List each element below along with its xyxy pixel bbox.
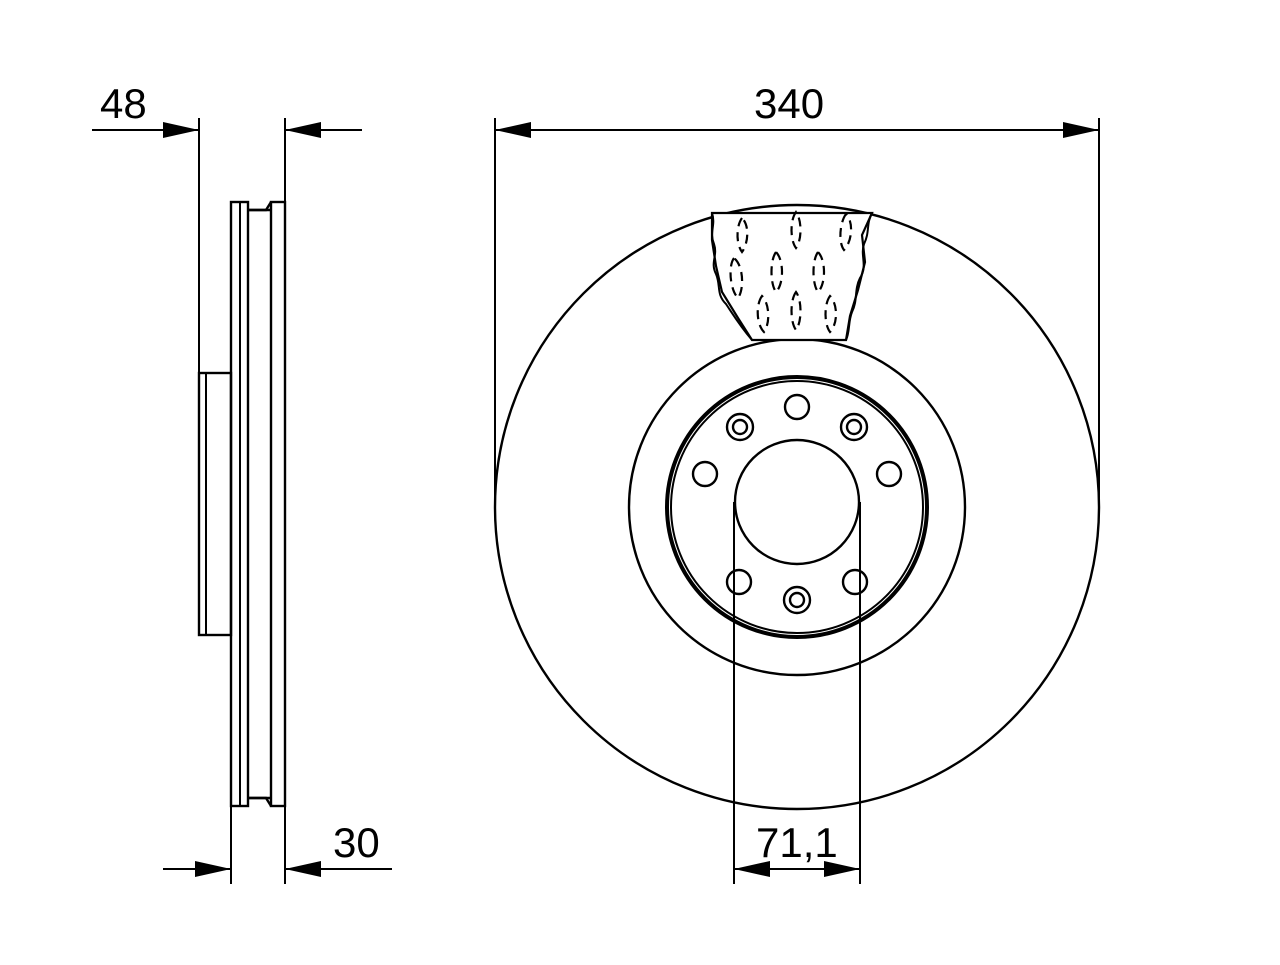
threaded-hole-bottom (782, 585, 812, 615)
center-bore (733, 438, 861, 566)
hub-face-inner (670, 380, 924, 634)
front-view: 340 71,1 (493, 80, 1101, 884)
vent-cutaway-section (710, 210, 874, 342)
dim-label-bore: 71,1 (756, 819, 838, 866)
threaded-hole-upper-right (839, 412, 869, 442)
vent-fin (790, 210, 802, 250)
threaded-hole-upper-left (725, 412, 755, 442)
dim-label-30: 30 (333, 819, 380, 866)
bolt-hole-right (875, 460, 903, 488)
vent-fin (736, 216, 749, 254)
cutaway-left-break (711, 212, 753, 341)
vent-fin (839, 212, 853, 252)
friction-ring-inner-edge (627, 337, 967, 677)
side-view: 48 30 (92, 80, 392, 884)
bolt-hole-bottom-left (725, 568, 753, 596)
hub-face (665, 375, 929, 639)
vent-fin (824, 294, 838, 334)
vent-fin (790, 290, 802, 332)
vent-channel-edges (248, 201, 273, 807)
bolt-hole-bottom-right (841, 568, 869, 596)
bolt-hole-top (783, 393, 811, 421)
outer-friction-plate (269, 200, 287, 808)
cutaway-right-break (845, 212, 873, 341)
vent-fin (756, 294, 770, 334)
bolt-hole-left (691, 460, 719, 488)
dim-label-48: 48 (100, 80, 147, 127)
dim-label-340: 340 (754, 80, 824, 127)
hub-hat-section (197, 371, 233, 637)
